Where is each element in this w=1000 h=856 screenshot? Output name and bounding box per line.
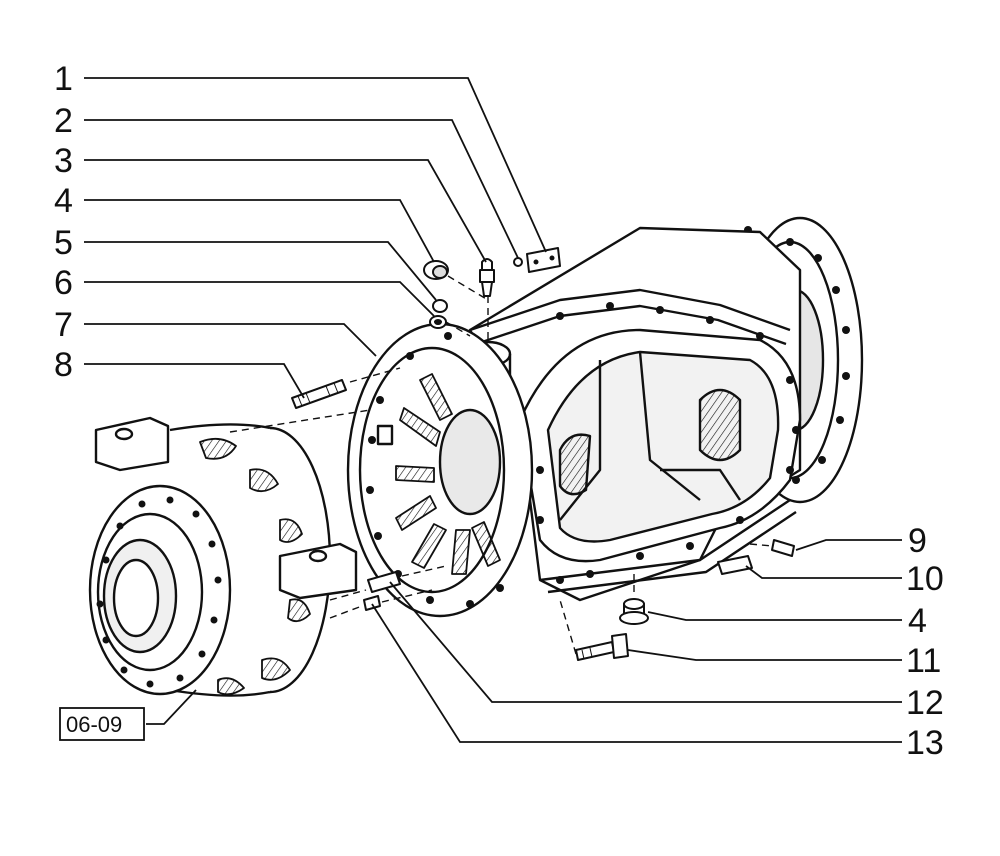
leader-lines [84, 77, 902, 743]
callout-number: 8 [54, 346, 73, 384]
assembly-lines [229, 275, 773, 655]
callout-number: 6 [54, 264, 73, 302]
bolt [575, 633, 629, 661]
callout-number: 10 [906, 560, 944, 598]
right-callouts: 9 10 4 11 12 13 [906, 522, 944, 762]
callout-number: 2 [54, 102, 73, 140]
spring-pin [363, 595, 381, 611]
housing-bolt-holes [536, 302, 800, 584]
callout-number: 9 [908, 522, 927, 560]
callout-number: 12 [906, 684, 944, 722]
hub-bolt-holes [96, 496, 222, 688]
callout-number: 1 [54, 60, 73, 98]
callout-number: 4 [908, 602, 927, 640]
stud [291, 379, 347, 409]
callout-number: 5 [54, 224, 73, 262]
reference-box-label: 06-09 [66, 712, 122, 737]
identification-plate [526, 247, 561, 273]
axle-housing [464, 216, 864, 602]
plug-bottom [619, 598, 649, 625]
reference-box: 06-09 [59, 707, 145, 741]
callout-number: 11 [906, 642, 941, 680]
callout-number: 4 [54, 182, 73, 220]
bushing [367, 571, 401, 593]
rivet [513, 257, 523, 267]
nut [429, 315, 447, 329]
wheel-hub-reducer [88, 416, 358, 700]
callout-number: 7 [54, 306, 73, 344]
dowel-pin [771, 539, 795, 557]
left-callouts: 1 2 3 4 5 6 7 8 [54, 60, 73, 384]
callout-number: 13 [906, 724, 944, 762]
brake-flange-ring [346, 322, 534, 618]
seal-block [717, 555, 753, 575]
callout-number: 3 [54, 142, 73, 180]
plug-top [423, 260, 449, 280]
flange-bolt-holes [366, 332, 504, 608]
washer [432, 299, 448, 313]
breather-valve [479, 258, 495, 297]
